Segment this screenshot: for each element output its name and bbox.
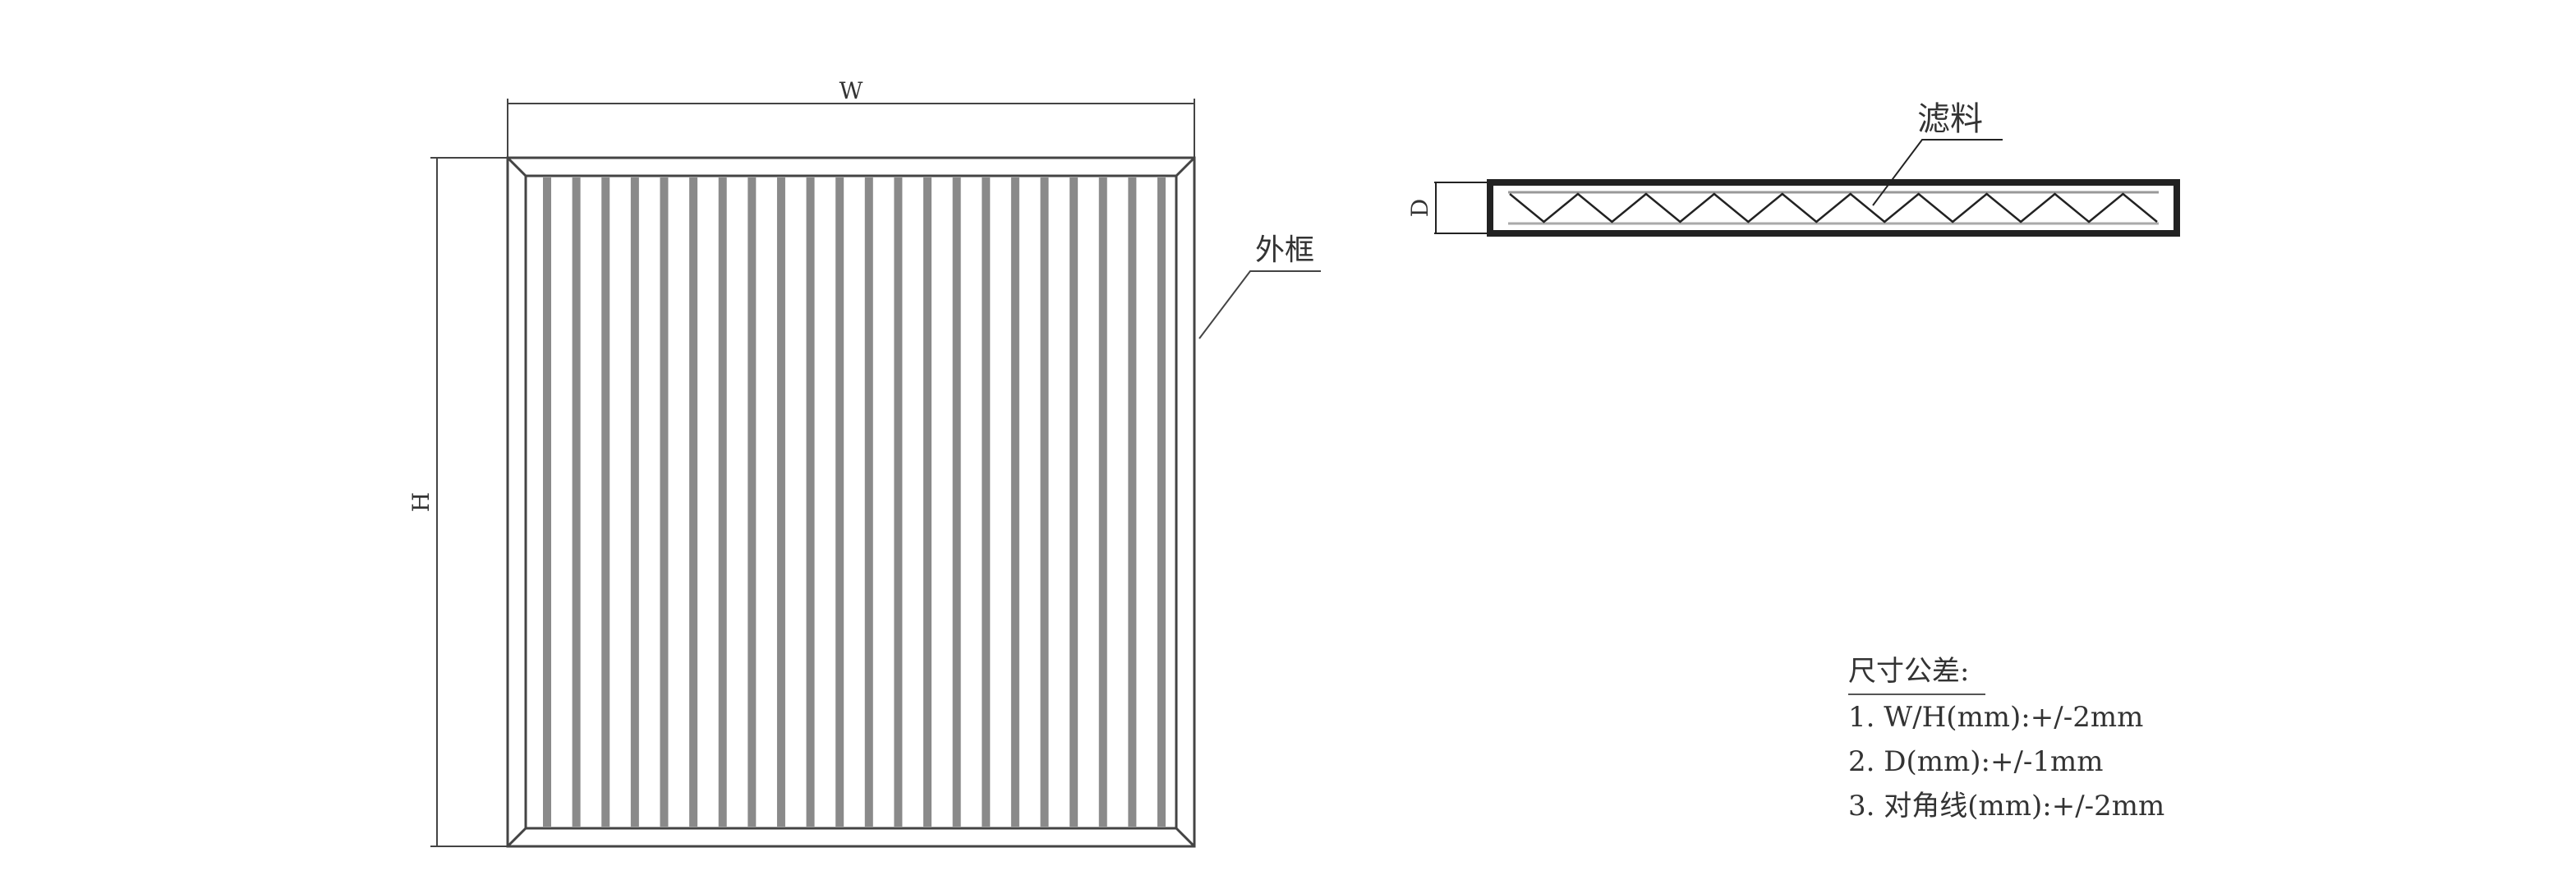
pleat [806,177,815,827]
pleat [1157,177,1166,827]
inner-frame [524,174,1178,830]
pleat [660,177,669,827]
frame-label: 外框 [1255,233,1314,267]
pleat [1098,177,1107,827]
pleat [543,177,551,827]
pleat [1040,177,1049,827]
tolerance-title: 尺寸公差: [1848,649,1986,695]
pleat [1010,177,1019,827]
pleat [923,177,932,827]
pleat [1070,177,1079,827]
side-view [1434,139,2180,237]
tolerance-item: 1. W/H(mm):+/-2mm [1848,701,2144,734]
width-label: W [840,77,863,104]
outer-frame [506,156,1196,848]
tolerance-item: 2. D(mm):+/-1mm [1848,745,2104,778]
pleat [776,177,785,827]
pleat [689,177,698,827]
pleat [835,177,844,827]
filter-media-zigzag [1509,192,2158,224]
media-leader-line [1872,139,2003,206]
pleats [543,177,1166,827]
tolerance-notes: 尺寸公差: 1. W/H(mm):+/-2mm 2. D(mm):+/-1mm … [1848,649,2164,828]
pleat [952,177,961,827]
media-label: 滤料 [1917,100,1983,138]
tolerance-item: 3. 对角线(mm):+/-2mm [1848,790,2165,823]
pleat [572,177,581,827]
pleat [894,177,903,827]
frame-leader-line [1198,270,1321,339]
pleat [982,177,991,827]
pleat [718,177,727,827]
pleat [1128,177,1137,827]
front-view [430,99,1321,848]
height-label: H [407,492,435,512]
pleat [630,177,639,827]
pleat [601,177,610,827]
pleat [864,177,873,827]
side-frame [1487,179,2180,237]
depth-label: D [1406,199,1433,217]
pleat [748,177,757,827]
